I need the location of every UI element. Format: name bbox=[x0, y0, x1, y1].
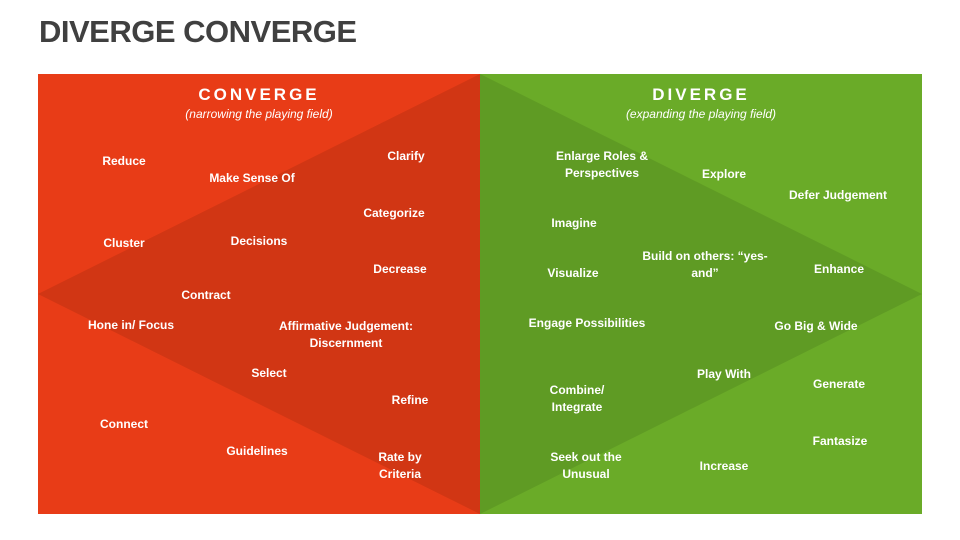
converge-heading: CONVERGE bbox=[198, 85, 320, 104]
converge-word: Rate by Criteria bbox=[378, 450, 422, 481]
diverge-word: Build on others: “yes- and” bbox=[642, 249, 768, 280]
converge-word: Contract bbox=[181, 288, 231, 302]
converge-word: Decrease bbox=[373, 262, 427, 276]
diverge-word: Play With bbox=[697, 367, 751, 381]
diverge-word: Fantasize bbox=[812, 434, 868, 448]
converge-word: Refine bbox=[391, 393, 429, 407]
converge-word: Hone in/ Focus bbox=[87, 318, 175, 332]
converge-word: Guidelines bbox=[226, 444, 288, 458]
diverge-word: Seek out the Unusual bbox=[550, 450, 622, 481]
diverge-word: Explore bbox=[701, 167, 747, 181]
converge-header: CONVERGE (narrowing the playing field) bbox=[38, 74, 480, 121]
diverge-triangle-shape bbox=[480, 74, 922, 514]
converge-subheading: (narrowing the playing field) bbox=[185, 107, 333, 121]
diverge-word: Enhance bbox=[813, 262, 865, 276]
converge-word: Make Sense Of bbox=[209, 171, 295, 185]
diverge-word: Defer Judgement bbox=[788, 188, 888, 202]
converge-word: Reduce bbox=[102, 154, 146, 168]
converge-word: Cluster bbox=[103, 236, 145, 250]
converge-word: Decisions bbox=[230, 234, 288, 248]
converge-word: Categorize bbox=[363, 206, 425, 220]
diverge-word: Increase bbox=[699, 459, 749, 473]
diverge-word: Imagine bbox=[551, 216, 597, 230]
page-title: DIVERGE CONVERGE bbox=[39, 14, 357, 49]
diverge-panel: DIVERGE (expanding the playing field) En… bbox=[480, 74, 922, 514]
converge-word: Affirmative Judgement: Discernment bbox=[278, 319, 414, 350]
diverge-subheading: (expanding the playing field) bbox=[625, 107, 777, 121]
diverge-word: Engage Possibilities bbox=[528, 316, 646, 330]
converge-word: Clarify bbox=[387, 149, 425, 163]
diverge-heading: DIVERGE bbox=[652, 85, 750, 104]
converge-word: Select bbox=[251, 366, 287, 380]
diverge-word: Go Big & Wide bbox=[774, 319, 858, 333]
diverge-word: Enlarge Roles & Perspectives bbox=[555, 149, 649, 180]
converge-word: Connect bbox=[100, 417, 148, 431]
diverge-word: Visualize bbox=[547, 266, 599, 280]
converge-panel: CONVERGE (narrowing the playing field) R… bbox=[38, 74, 480, 514]
converge-triangle-shape bbox=[38, 74, 480, 514]
diverge-header: DIVERGE (expanding the playing field) bbox=[480, 74, 922, 121]
diverge-word: Combine/ Integrate bbox=[549, 383, 605, 414]
diverge-word: Generate bbox=[812, 377, 866, 391]
